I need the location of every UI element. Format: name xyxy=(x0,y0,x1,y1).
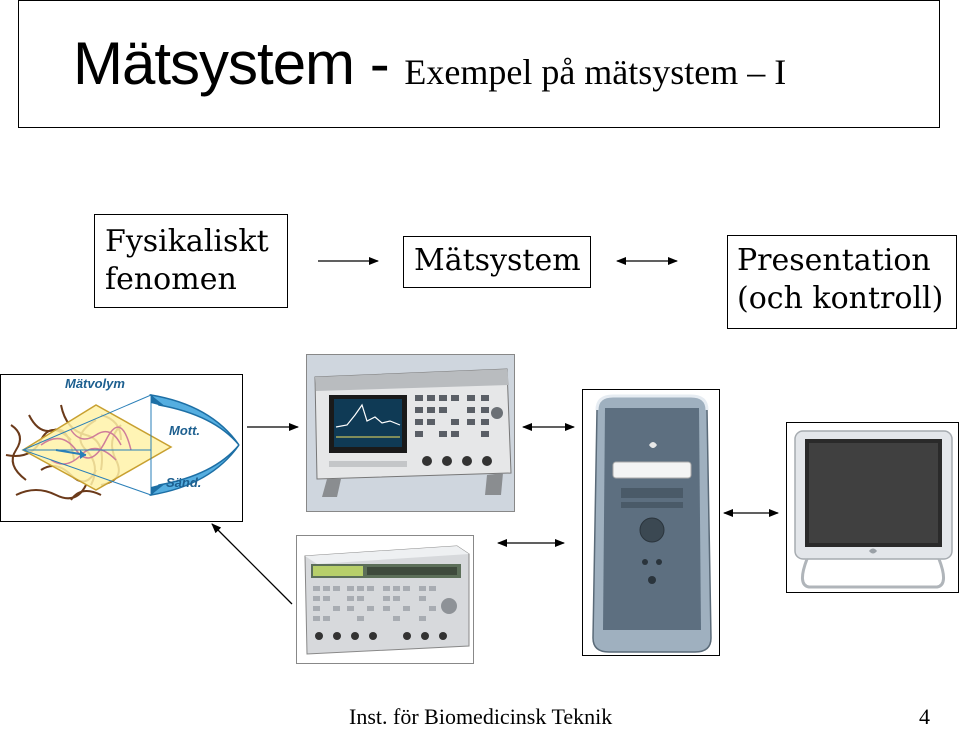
monitor-photo xyxy=(786,422,959,593)
arrow-generator-to-ultrasound xyxy=(211,523,293,605)
label-volume: Mätvolym xyxy=(65,376,125,391)
label-send: Sänd. xyxy=(166,475,201,490)
phenomenon-line1: Fysikaliskt xyxy=(105,224,269,259)
presentation-line1: Presentation xyxy=(737,243,931,278)
slide-title: Mätsystem - Exempel på mätsystem – I xyxy=(73,29,786,107)
computer-tower-photo xyxy=(582,389,720,656)
computer-tower-icon xyxy=(583,390,719,655)
oscilloscope-photo xyxy=(306,354,515,512)
presentation-box: Presentation (och kontroll) xyxy=(727,235,957,329)
page-number: 4 xyxy=(919,704,930,729)
ultrasound-illustration: Mätvolym Mott. Sänd. xyxy=(0,374,243,522)
system-box: Mätsystem xyxy=(403,236,591,288)
oscilloscope-icon xyxy=(307,355,514,511)
label-receive: Mott. xyxy=(169,423,200,438)
function-generator-photo xyxy=(296,535,474,664)
title-subtitle: Exempel på mätsystem – I xyxy=(404,52,787,92)
phenomenon-line2: fenomen xyxy=(105,262,237,297)
presentation-line2: (och kontroll) xyxy=(737,281,944,316)
monitor-icon xyxy=(787,423,958,592)
ultrasound-drawing-icon: Mätvolym Mott. Sänd. xyxy=(1,375,242,521)
footer-institution: Inst. för Biomedicinsk Teknik xyxy=(349,704,613,729)
system-label: Mätsystem xyxy=(414,243,581,278)
function-generator-icon xyxy=(297,536,473,663)
phenomenon-box: Fysikaliskt fenomen xyxy=(94,214,288,308)
title-main: Mätsystem - xyxy=(73,30,390,97)
title-box: Mätsystem - Exempel på mätsystem – I xyxy=(18,0,940,128)
